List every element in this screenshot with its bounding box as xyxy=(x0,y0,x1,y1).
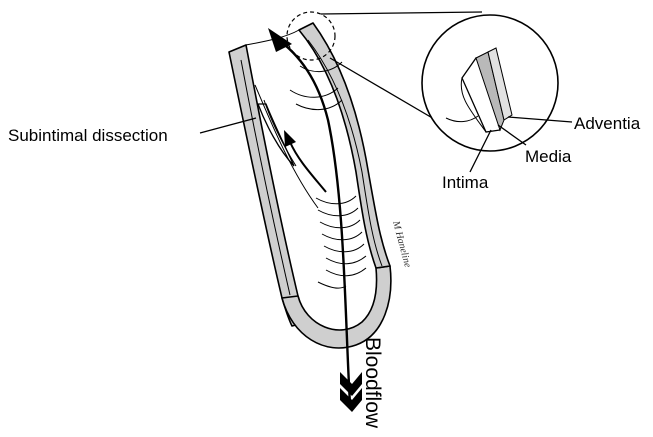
label-intima: Intima xyxy=(442,173,489,192)
label-bloodflow: Bloodflow xyxy=(361,337,384,429)
label-subintimal-dissection: Subintimal dissection xyxy=(8,126,168,145)
label-adventitia: Adventia xyxy=(574,114,641,133)
magnify-connector-top xyxy=(321,12,482,14)
artist-signature: M Haneline xyxy=(390,219,413,269)
artery-vessel xyxy=(229,23,391,348)
label-media: Media xyxy=(525,147,572,166)
